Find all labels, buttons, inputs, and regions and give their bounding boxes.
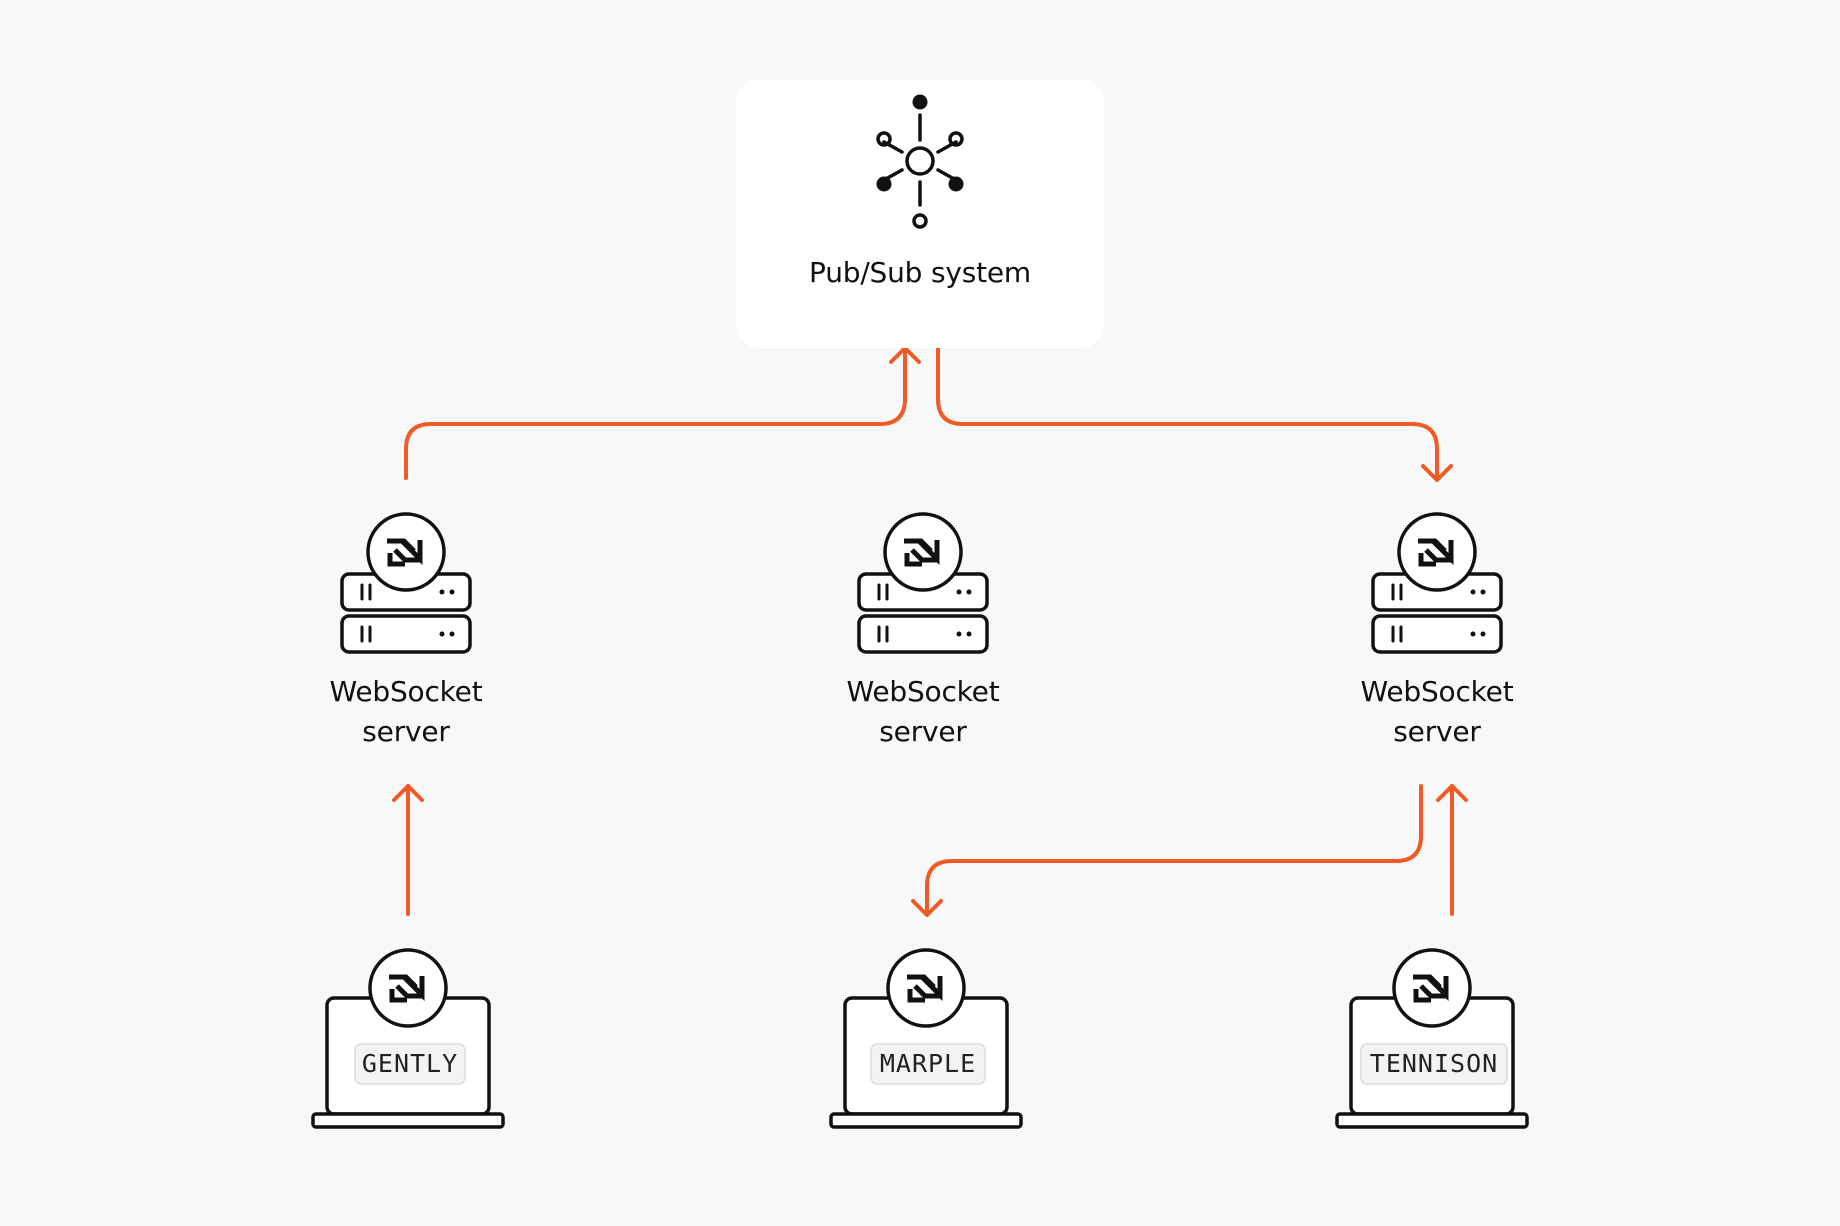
pubsub-label: Pub/Sub system	[809, 256, 1031, 289]
client-marple	[831, 950, 1021, 1127]
client-tennison	[1337, 950, 1527, 1127]
server-label: WebSocket server	[1360, 675, 1514, 748]
client-name-badge: TENNISON	[1360, 1043, 1508, 1085]
client-name-badge: MARPLE	[870, 1043, 986, 1085]
server-stack-icon	[342, 514, 470, 652]
arrowhead-server3-in	[1421, 464, 1453, 482]
server-stack-icon	[1373, 514, 1501, 652]
client-name-badge: GENTLY	[354, 1043, 466, 1085]
laptop-icon	[1337, 950, 1527, 1127]
arrow-server1-to-pubsub	[404, 346, 907, 480]
arrowhead-pubsub-in	[889, 346, 921, 364]
server-label: WebSocket server	[846, 675, 1000, 748]
websocket-server-1	[342, 514, 470, 652]
arrow-pubsub-to-server3	[936, 346, 1439, 482]
pubsub-system-card: Pub/Sub system	[736, 80, 1104, 348]
arrowhead-server1-in	[392, 784, 424, 802]
arrow-server3-to-marple	[925, 784, 1423, 917]
websocket-server-2	[859, 514, 987, 652]
laptop-icon	[831, 950, 1021, 1127]
server-label: WebSocket server	[329, 675, 483, 748]
websocket-server-3	[1373, 514, 1501, 652]
arrowhead-server3-up	[1436, 784, 1468, 802]
hub-network-icon	[876, 94, 964, 229]
server-stack-icon	[859, 514, 987, 652]
laptop-icon	[313, 950, 503, 1127]
client-gently	[313, 950, 503, 1127]
arrowhead-marple-in	[911, 899, 943, 917]
